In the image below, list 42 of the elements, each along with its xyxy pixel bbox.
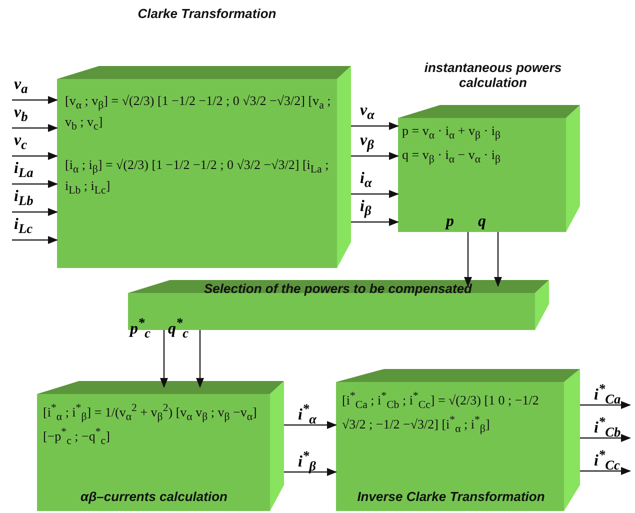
signal-label: v$_{b}$ [14, 105, 28, 124]
signal-label: v$_{β}$ [360, 133, 374, 152]
arrow [351, 122, 399, 130]
arrow [580, 401, 631, 409]
arrow [12, 152, 58, 160]
signal-label: i$_{β}$ [360, 199, 372, 218]
block-title: instantaneous powers calculation [423, 60, 563, 90]
arrow [284, 421, 337, 429]
arrow [351, 190, 399, 198]
signal-label: v$_{α}$ [360, 103, 374, 122]
arrow [12, 208, 58, 216]
signal-label: i$_{α}$ [360, 171, 372, 190]
arrow [580, 467, 631, 475]
signal-label: v$_{c}$ [14, 133, 28, 152]
formula: q = v$_{β}$ · i$_{α}$ − v$_{α}$ · i$_{β}$ [402, 146, 502, 168]
formula: [v$_{α}$ ; v$_{β}$] = √(2/3) [1 −1/2 −1/2 ; 0 √3/2 −√3/2] [v$_{a}$ ; v$_{b}$ ; v$_{c}$] [65, 92, 332, 134]
formula: [i$_{α}$ ; i$_{β}$] = √(2/3) [1 −1/2 −1/2 ; 0 √3/2 −√3/2] [i$_{La}$ ; i$_{Lb}$ ; i$_{Lc}$] [65, 156, 330, 198]
arrow [12, 236, 58, 244]
arrow [351, 218, 399, 226]
signal-label: i$_{Lc}$ [14, 217, 33, 236]
signal-label: i$_{La}$ [14, 161, 34, 180]
arrow [494, 232, 502, 287]
arrow [580, 434, 631, 442]
block-title: αβ–currents calculation [80, 489, 228, 504]
arrow [160, 330, 168, 388]
signal-label: p [446, 214, 454, 230]
arrow [284, 468, 337, 476]
signal-label: v$_{a}$ [14, 77, 28, 96]
arrow [464, 232, 472, 287]
arrow [12, 96, 58, 104]
arrow [351, 152, 399, 160]
formula: p = v$_{α}$ · i$_{α}$ + v$_{β}$ · i$_{β}$ [402, 122, 502, 144]
arrow [196, 330, 204, 388]
formula: [i$^{*}$$_{α}$ ; i$^{*}$$_{β}$] = 1/(v$_{α}$$^{2}$ + v$_{β}$$^{2}$) [v$_{α}$ v$_{β}$ ; v$_{β}$ −v$_{α}$] [−p$^{*}$$_{c}$ ; −q$^{*}$$_{c}$] [43, 401, 258, 448]
arrow [12, 124, 58, 132]
block-title: Selection of the powers to be compensated [203, 281, 474, 296]
block-title: Clarke Transformation [136, 6, 278, 21]
signal-label: q [478, 214, 486, 230]
arrow [12, 180, 58, 188]
signal-label: i$_{Lb}$ [14, 189, 34, 208]
formula: [i$^{*}$$_{Ca}$ ; i$^{*}$$_{Cb}$ ; i$^{*}$$_{Cc}$] = √(2/3) [1 0 ; −1/2 √3/2 ; −1/2 −√3/2] [i$^{*}$$_{α}$ ; i$^{*}$$_{β}$] [342, 389, 540, 436]
block-title: Inverse Clarke Transformation [356, 489, 546, 504]
